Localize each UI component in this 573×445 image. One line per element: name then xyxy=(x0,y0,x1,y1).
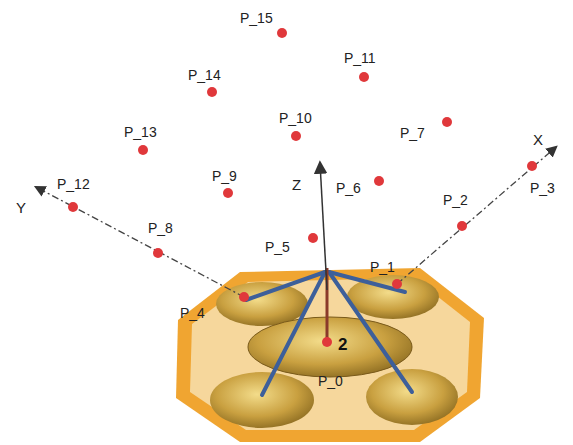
strut xyxy=(246,272,412,395)
device-mark: 2 xyxy=(338,337,347,353)
point-label: P_1 xyxy=(370,259,395,275)
point-label: P_7 xyxy=(400,125,425,141)
point-label: P_9 xyxy=(212,168,237,184)
x-axis xyxy=(397,147,556,284)
point-label: P_12 xyxy=(57,176,90,192)
point-label: P_0 xyxy=(318,373,343,389)
point-label: P_8 xyxy=(148,220,173,236)
axis-label: Z xyxy=(292,177,301,193)
point-dot xyxy=(68,28,537,347)
point-label: P_4 xyxy=(180,305,205,321)
point-label: P_15 xyxy=(240,10,273,26)
axis-label: Y xyxy=(16,200,26,216)
point-label: P_10 xyxy=(279,110,312,126)
cone xyxy=(366,369,458,425)
cone xyxy=(210,372,314,428)
point-label: P_5 xyxy=(265,239,290,255)
point-label: P_13 xyxy=(124,124,157,140)
point-label: P_3 xyxy=(530,180,555,196)
axis-label: X xyxy=(533,132,543,148)
y-axis xyxy=(36,187,244,297)
z-axis xyxy=(320,163,327,290)
point-label: P_6 xyxy=(336,180,361,196)
point-label: P_14 xyxy=(188,67,221,83)
cone xyxy=(248,317,412,377)
point-label: P_11 xyxy=(344,50,376,66)
point-label: P_2 xyxy=(443,192,468,208)
cone xyxy=(216,282,308,326)
base-plate xyxy=(176,268,484,442)
